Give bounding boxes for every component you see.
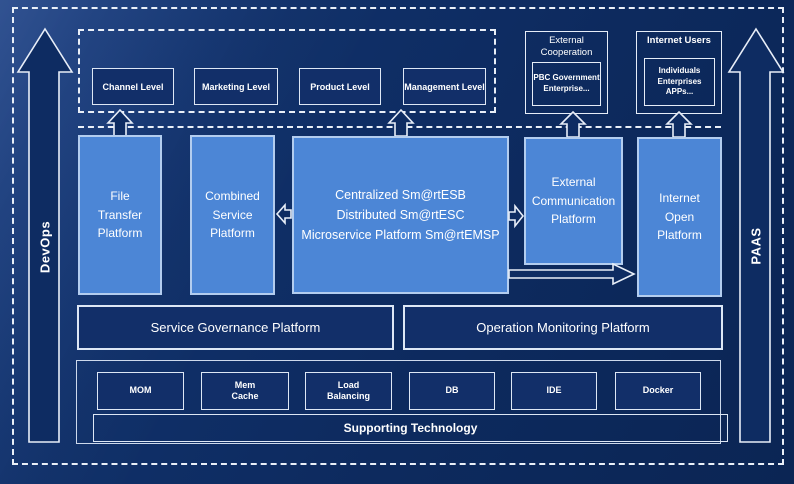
supporting-technology-label: Supporting Technology (343, 421, 478, 435)
tech-label: Docker (642, 385, 674, 396)
tech-box-mem-cache: Mem Cache (201, 372, 289, 410)
up-arrow-icon (387, 108, 415, 137)
supporting-technology-bar: Supporting Technology (93, 414, 728, 442)
level-box-marketing: Marketing Level (194, 68, 278, 105)
platform-label: Internet Open Platform (657, 191, 702, 243)
service-governance-platform-box: Service Governance Platform (77, 305, 394, 350)
external-cooperation-title: External Cooperation (540, 35, 593, 59)
operation-monitoring-platform-box: Operation Monitoring Platform (403, 305, 723, 350)
external-communication-platform-box: External Communication Platform (524, 137, 623, 265)
level-label: Marketing Level (201, 81, 271, 92)
internet-users-inner-box: Individuals Enterprises APPs... (644, 58, 715, 106)
internet-users-box: Internet Users Individuals Enterprises A… (636, 31, 722, 114)
platform-label: File Transfer Platform (97, 189, 143, 241)
tech-label: MOM (129, 385, 152, 396)
platform-label: External Communication Platform (531, 175, 616, 227)
up-arrow-icon (106, 108, 134, 137)
paas-arrow-icon (727, 27, 785, 443)
outer-dashed-frame (12, 7, 784, 465)
governance-label: Operation Monitoring Platform (476, 320, 650, 335)
up-arrow-icon (665, 110, 693, 138)
level-box-management: Management Level (403, 68, 486, 105)
level-box-channel: Channel Level (92, 68, 174, 105)
tech-box-ide: IDE (511, 372, 597, 410)
tech-label: Mem Cache (231, 379, 259, 401)
tech-label: Load Balancing (326, 379, 370, 401)
devops-label: DevOps (37, 220, 53, 274)
external-cooperation-box: External Cooperation PBC Government Ente… (525, 31, 608, 114)
right-arrow-icon (508, 203, 525, 229)
level-box-product: Product Level (299, 68, 381, 105)
external-cooperation-inner-box: PBC Government Enterprise... (532, 62, 601, 106)
esb-platform-box: Centralized Sm@rtESB Distributed Sm@rtES… (292, 136, 509, 294)
tech-box-load-balancing: Load Balancing (305, 372, 392, 410)
levels-dashed-frame (78, 29, 496, 113)
platform-label: Centralized Sm@rtESB Distributed Sm@rtES… (301, 188, 500, 242)
tech-box-docker: Docker (615, 372, 701, 410)
tech-box-db: DB (409, 372, 495, 410)
internet-open-platform-box: Internet Open Platform (637, 137, 722, 297)
flow-arrow-icon (508, 262, 636, 286)
combined-service-platform-box: Combined Service Platform (190, 135, 275, 295)
level-label: Channel Level (102, 81, 164, 92)
tech-label: IDE (546, 385, 562, 396)
tech-label: DB (445, 385, 459, 396)
tech-box-mom: MOM (97, 372, 184, 410)
left-arrow-icon (275, 202, 292, 226)
up-arrow-icon (559, 110, 587, 138)
devops-arrow-icon (16, 27, 74, 443)
level-label: Product Level (310, 81, 370, 92)
platform-label: Combined Service Platform (205, 189, 260, 241)
file-transfer-platform-box: File Transfer Platform (78, 135, 162, 295)
paas-label: PAAS (748, 227, 764, 265)
internet-users-title: Internet Users (647, 35, 711, 46)
level-label: Management Level (404, 81, 485, 92)
governance-label: Service Governance Platform (150, 320, 321, 335)
supporting-technology-container (76, 360, 721, 444)
